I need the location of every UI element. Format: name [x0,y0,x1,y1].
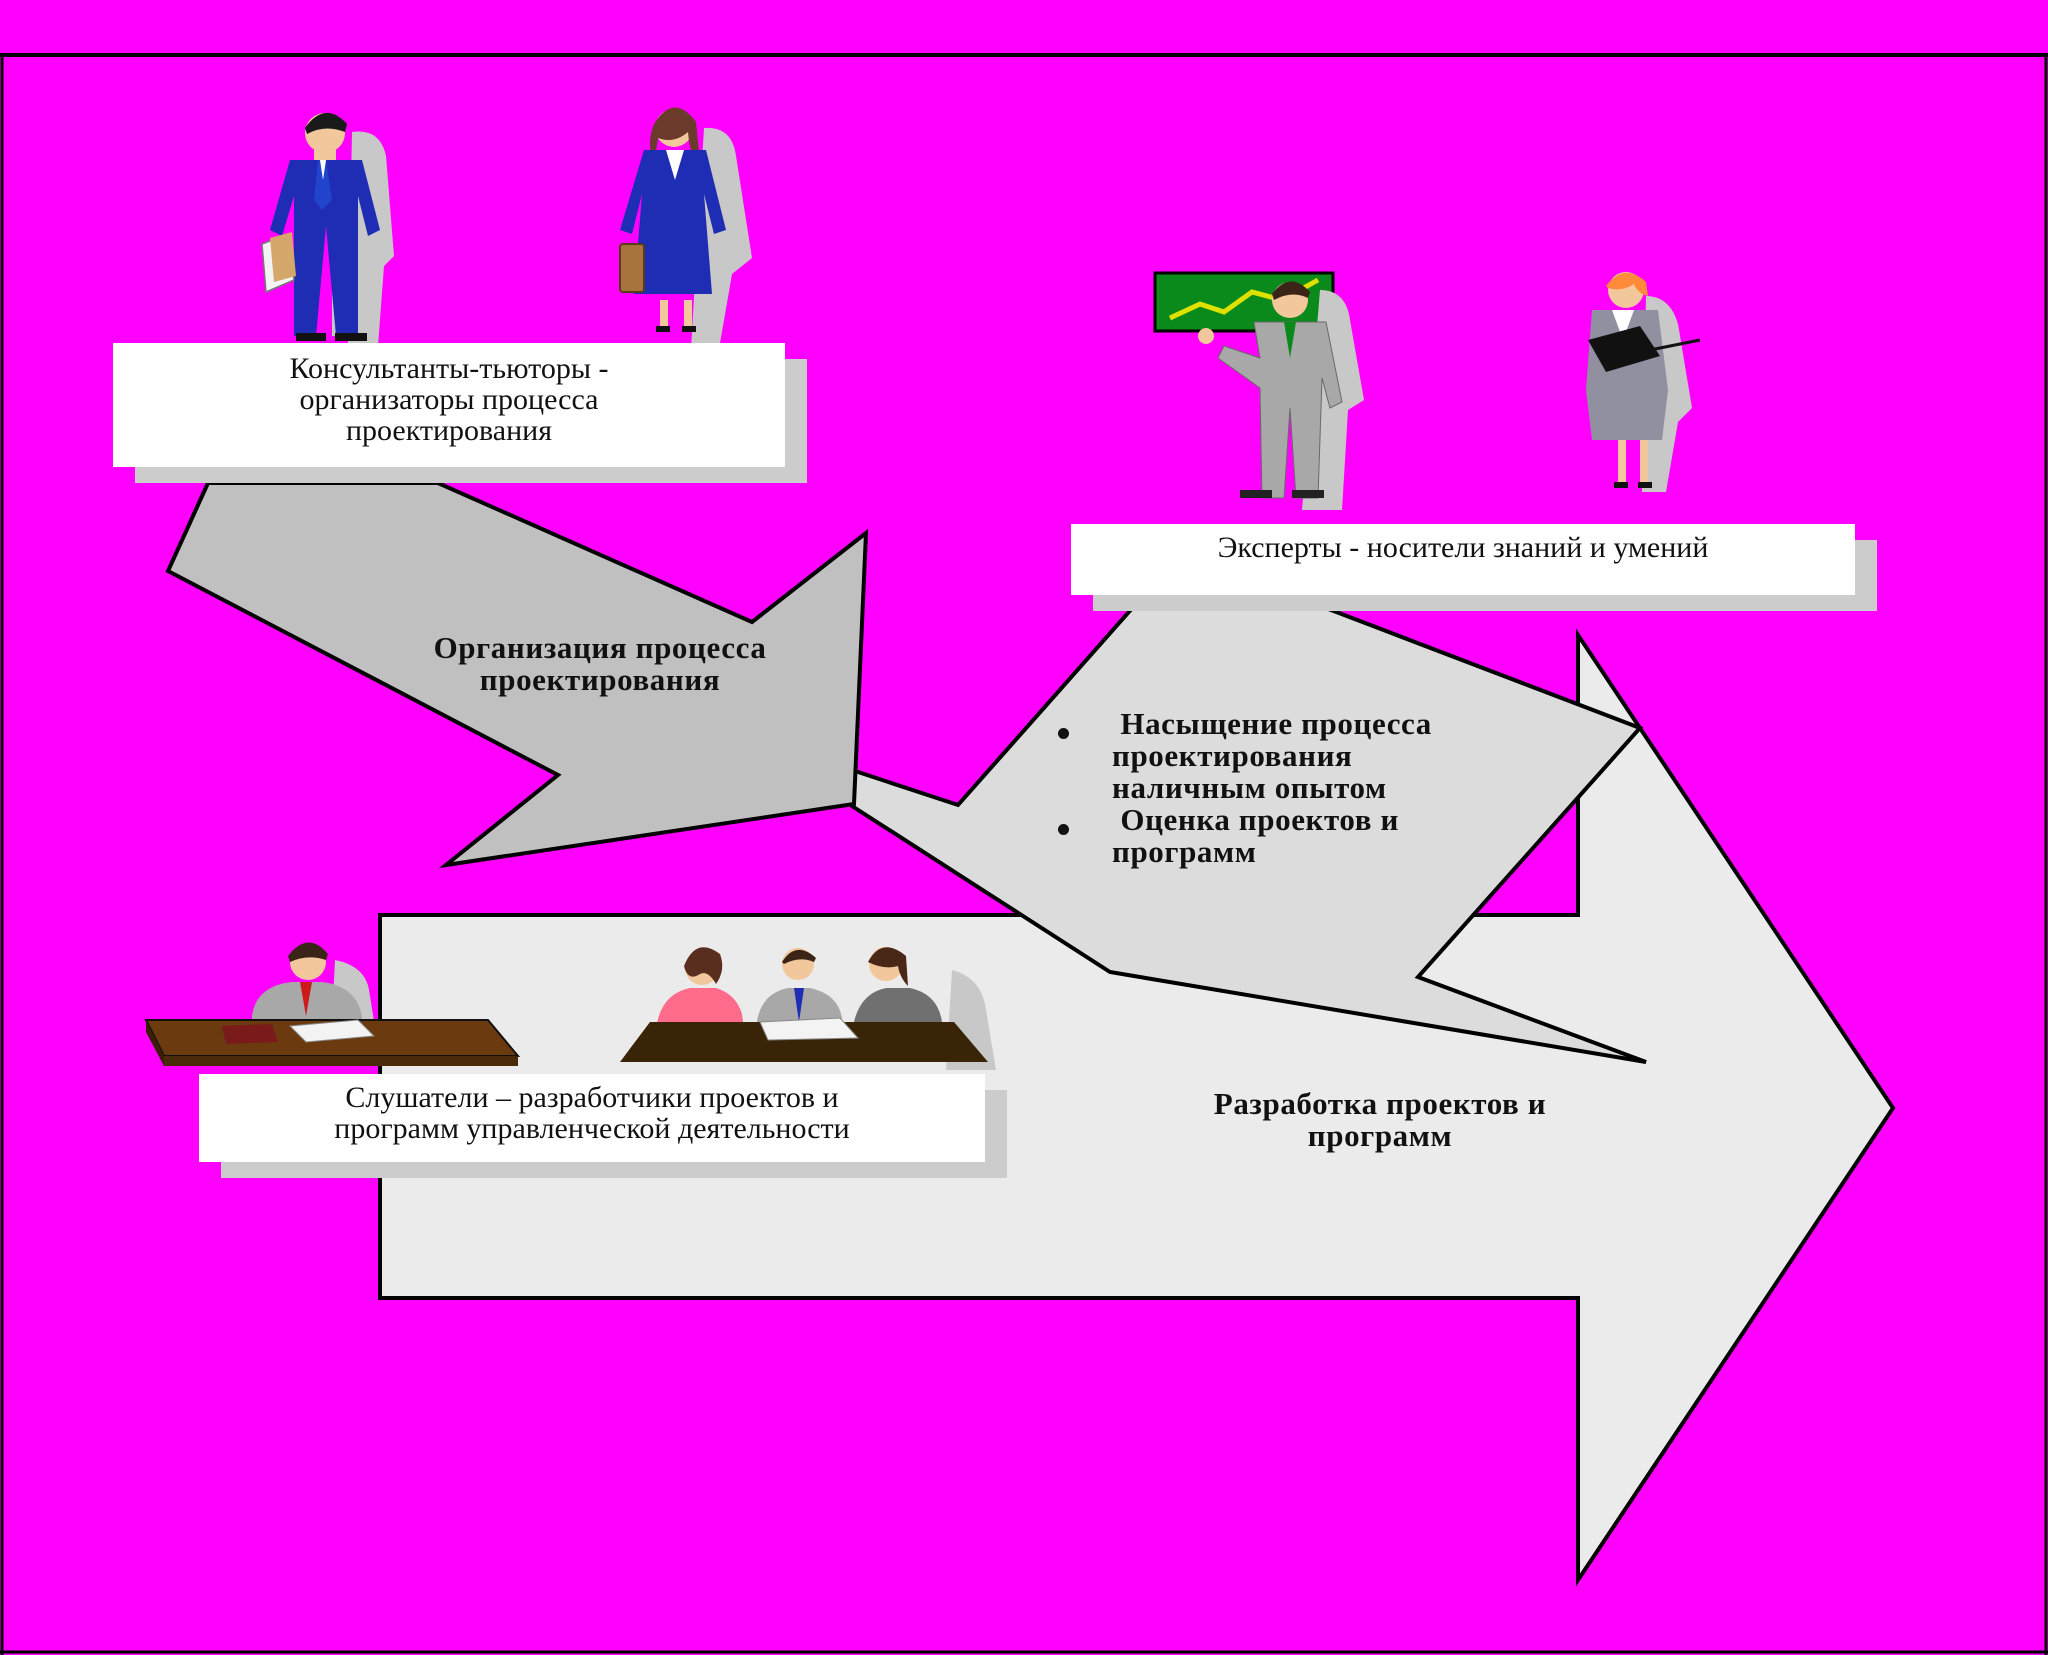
students-label-line: Слушатели – разработчики проектов и [345,1081,839,1114]
meeting-group-icon [620,947,996,1070]
development-arrow [378,628,1896,1587]
development-line: программ [1307,1118,1453,1153]
man-at-desk-icon [144,942,521,1066]
experts-label: Эксперты - носители знаний и умений [1071,524,1855,595]
students-label: Слушатели – разработчики проектов и прог… [199,1074,985,1162]
bullet-line: Насыщение процесса [1112,706,1432,741]
organization-arrow [165,481,869,869]
woman-with-folder-icon [1586,272,1701,492]
students-label-line: программ управленческой деятельности [334,1112,850,1145]
bullet-line: проектирования [1112,738,1353,773]
presenter-icon [1153,271,1364,510]
organization-line: проектирования [479,662,721,697]
bullet-line: наличным опытом [1112,770,1387,805]
bullet-line: программ [1112,834,1257,869]
development-line: Разработка проектов и [1213,1086,1547,1121]
tutors-label-line: Консультанты-тьюторы - [289,352,609,385]
bullet-item: Насыщение процесса проектирования наличн… [1050,708,1432,804]
development-arrow-text: Разработка проектов и программ [1120,1088,1640,1152]
bullet-dot [1058,824,1069,835]
tutors-label-line: организаторы процесса [299,383,599,416]
organization-arrow-text: Организация процесса проектирования [360,632,840,696]
tutors-label-line: проектирования [345,414,553,447]
expertise-arrow [850,603,1647,1064]
organization-line: Организация процесса [433,630,767,665]
bullet-item: Оценка проектов и программ [1050,804,1432,868]
expertise-bullet-list: Насыщение процесса проектирования наличн… [1050,708,1432,868]
experts-label-line: Эксперты - носители знаний и умений [1217,531,1709,564]
businessman-icon [261,112,394,346]
bullet-dot [1058,728,1069,739]
bullet-line: Оценка проектов и [1112,802,1399,837]
businesswoman-icon [619,107,752,366]
tutors-label: Консультанты-тьюторы - организаторы проц… [113,343,785,467]
